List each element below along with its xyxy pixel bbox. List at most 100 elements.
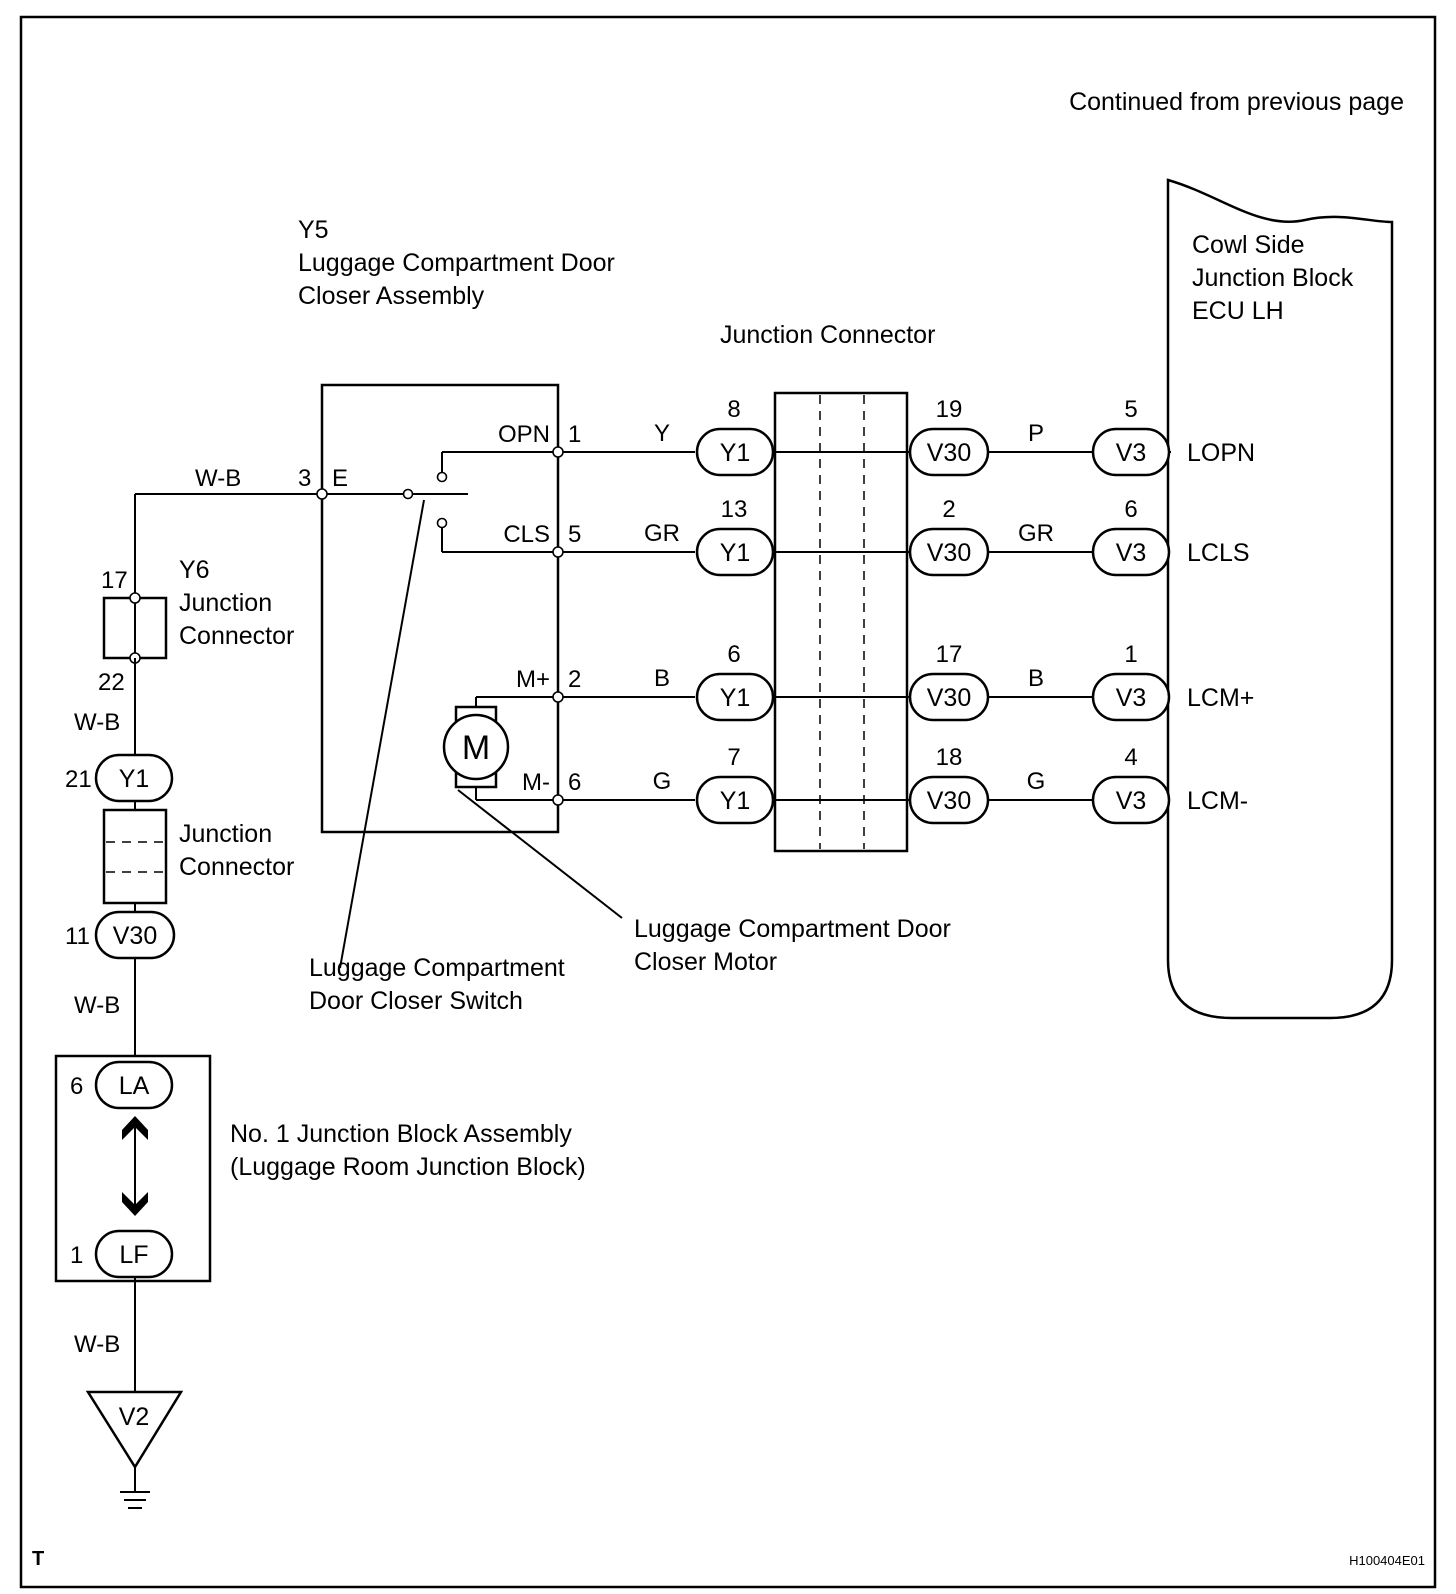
jb-label-line1: No. 1 Junction Block Assembly (230, 1120, 572, 1148)
v3-pin-number: 4 (1124, 744, 1137, 771)
v30-connector-label: V30 (927, 539, 971, 567)
ecu-label-line1: Cowl Side (1192, 231, 1305, 259)
y5-name-line2: Closer Assembly (298, 282, 485, 310)
jb-down-arrow-icon (122, 1192, 148, 1216)
v30-pin-11: 11 (65, 923, 90, 950)
ground-point-v2 (85, 1390, 184, 1470)
y6-pin-17-point (129, 592, 141, 604)
v30-connector-label: V30 (927, 439, 971, 467)
switch-caption-line1: Luggage Compartment (309, 954, 565, 982)
y1-pin-number: 6 (727, 641, 740, 668)
y1-connector-label: Y1 (720, 684, 751, 712)
e-terminal-label: E (332, 465, 348, 492)
y1-connector-label: Y1 (720, 439, 751, 467)
out-wire-color: GR (1018, 520, 1054, 547)
circuit-row-m-minus: M- 6 G 7 Y1 18 V30 G 4 V3 LCM- (522, 744, 1248, 825)
la-connector-label: LA (119, 1072, 150, 1100)
y1-pin-number: 7 (727, 744, 740, 771)
out-wire-color: B (1028, 665, 1044, 692)
no1-junction-block (54, 1054, 212, 1283)
switch-leader-line (339, 499, 425, 969)
y1-pin-21: 21 (65, 766, 92, 793)
v3-pin-number: 1 (1124, 641, 1137, 668)
diagram-border (19, 15, 1437, 1589)
v30-pin-number: 19 (936, 396, 963, 423)
wire-color: GR (644, 520, 680, 547)
terminal-label: CLS (503, 521, 550, 548)
junction-connector-center-label: Junction Connector (720, 321, 935, 349)
ecu-label-line3: ECU LH (1192, 297, 1284, 325)
la-pin: 6 (70, 1073, 83, 1100)
e-terminal-point (316, 488, 328, 500)
pin-number: 5 (568, 521, 581, 548)
motor-symbol: M (462, 729, 490, 767)
v3-pin-number: 6 (1124, 496, 1137, 523)
out-wire-color: G (1027, 768, 1046, 795)
pin-number: 2 (568, 666, 581, 693)
la-connector (94, 1060, 174, 1110)
wire-color: Y (654, 420, 670, 447)
v30-connector-11-label: V30 (113, 922, 157, 950)
switch-pivot (402, 488, 414, 500)
motor-leader-line (457, 789, 623, 919)
y6-code: Y6 (179, 556, 210, 584)
ecu-terminal-label: LOPN (1187, 439, 1255, 467)
circuit-row-m-plus: M+ 2 B 6 Y1 17 V30 B 1 V3 LCM+ (516, 641, 1254, 722)
motor-caption-line2: Closer Motor (634, 948, 777, 976)
ecu-terminal-label: LCM- (1187, 787, 1248, 815)
y5-name-line1: Luggage Compartment Door (298, 249, 615, 277)
terminal-label: M+ (516, 666, 550, 693)
y6-label-line2: Connector (179, 622, 294, 650)
y1-connector-label: Y1 (720, 539, 751, 567)
v3-connector-label: V3 (1116, 439, 1147, 467)
junction-connector-center (773, 391, 909, 853)
ground-point-label: V2 (119, 1403, 150, 1431)
switch-opn-contact (436, 471, 448, 483)
v3-pin-number: 5 (1124, 396, 1137, 423)
y1-pin-number: 8 (727, 396, 740, 423)
motor-icon (442, 713, 510, 781)
circuit-row-cls: CLS 5 GR 13 Y1 2 V30 GR 6 V3 LCLS (503, 496, 1250, 577)
corner-mark: T (32, 1548, 44, 1570)
y1-connector-label: Y1 (720, 787, 751, 815)
pin-number: 6 (568, 769, 581, 796)
jb-up-arrow-icon (122, 1116, 148, 1140)
v30-pin-number: 2 (942, 496, 955, 523)
ground-symbol-icon (120, 1491, 150, 1509)
v30-pin-number: 18 (936, 744, 963, 771)
wire-color-wb-top: W-B (195, 465, 241, 492)
switch-cls-contact (436, 517, 448, 529)
lf-pin: 1 (70, 1242, 83, 1269)
ecu-cowl-side-junction-block (1166, 178, 1394, 1020)
v30-connector-label: V30 (927, 787, 971, 815)
y6-pin-top: 17 (101, 567, 128, 594)
v30-pin-number: 17 (936, 641, 963, 668)
v3-connector-label: V3 (1116, 684, 1147, 712)
y6-label-line1: Junction (179, 589, 272, 617)
v30-connector-label: V30 (927, 684, 971, 712)
out-wire-color: P (1028, 420, 1044, 447)
y1-connector-21-label: Y1 (119, 765, 150, 793)
v3-connector-label: V3 (1116, 539, 1147, 567)
ecu-label-line2: Junction Block (1192, 264, 1354, 292)
figure-id: H100404E01 (1349, 1553, 1425, 1568)
ecu-terminal-label: LCLS (1187, 539, 1250, 567)
wire-color: G (653, 768, 672, 795)
jc-left-label-line2: Connector (179, 853, 294, 881)
y1-pin-number: 13 (721, 496, 748, 523)
motor-caption-line1: Luggage Compartment Door (634, 915, 951, 943)
jb-label-line2: (Luggage Room Junction Block) (230, 1153, 586, 1181)
y5-code: Y5 (298, 216, 329, 244)
jc-left-label-line1: Junction (179, 820, 272, 848)
wire-color-wb-2: W-B (74, 709, 120, 736)
continued-note: Continued from previous page (1069, 88, 1404, 116)
v3-connector-label: V3 (1116, 787, 1147, 815)
pin-number: 1 (568, 421, 581, 448)
lf-connector-label: LF (119, 1241, 148, 1269)
terminal-label: OPN (498, 421, 550, 448)
circuit-row-opn: OPN 1 Y 8 Y1 19 V30 P 5 V3 LOPN (498, 396, 1255, 477)
e-pin-number: 3 (298, 465, 311, 492)
ecu-terminal-label: LCM+ (1187, 684, 1254, 712)
y6-pin-bottom: 22 (98, 669, 125, 696)
